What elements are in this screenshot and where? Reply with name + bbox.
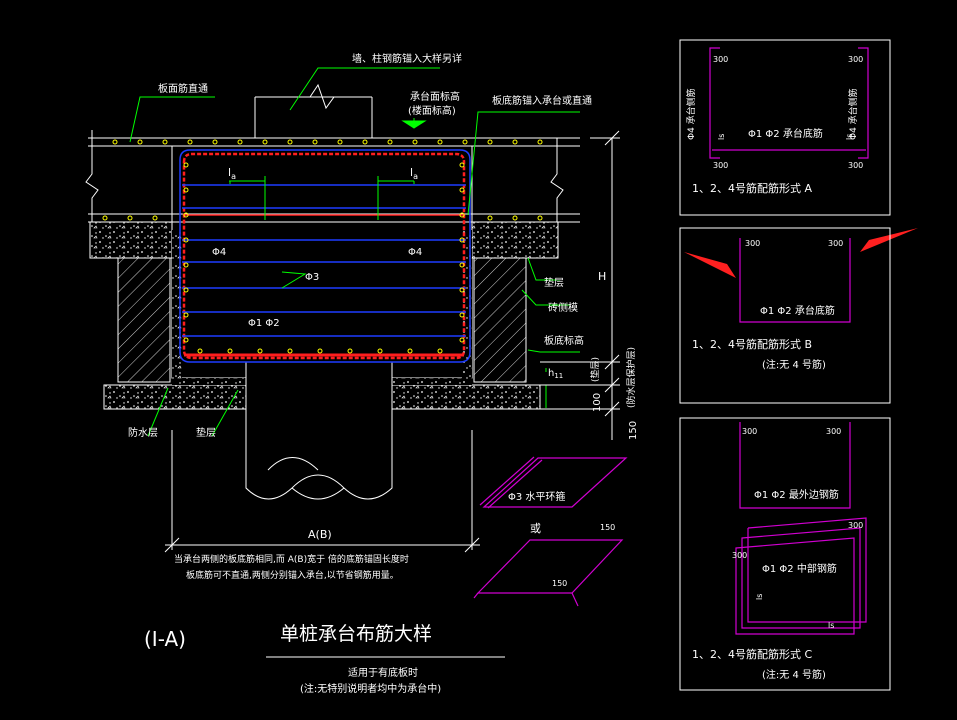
dimension-lines bbox=[164, 130, 620, 553]
drawing-subtitle-1: 适用于有底板时 bbox=[348, 666, 418, 679]
label-phi4-left: Φ4 bbox=[212, 247, 226, 258]
panel-a-side-left: Φ4 承台侧筋 bbox=[685, 88, 697, 140]
panel-c bbox=[679, 417, 891, 691]
blue-bars bbox=[182, 184, 466, 337]
label-slab-bottom-rebar: 板底筋锚入承台或直通 bbox=[492, 94, 592, 107]
label-cap-top-elev-2: (楼面标高) bbox=[408, 104, 456, 117]
label-cap-top-elev-1: 承台面标高 bbox=[410, 90, 460, 103]
panel-a-ls-left: ls bbox=[717, 134, 726, 140]
label-brick-mold: 砖侧模 bbox=[548, 301, 578, 314]
label-la-left: la bbox=[228, 166, 236, 181]
panel-c-outer: Φ1 Φ2 最外边钢筋 bbox=[754, 488, 839, 501]
label-waterproof: 防水层 bbox=[128, 426, 158, 439]
panel-c-d300-1: 300 bbox=[742, 427, 757, 436]
bedding-side-right bbox=[462, 230, 472, 380]
panel-b bbox=[679, 227, 891, 404]
label-bedding-bottom: 垫层 bbox=[196, 426, 216, 439]
label-bedding: 垫层 bbox=[544, 276, 564, 289]
panel-a-ls-right: ls bbox=[845, 134, 854, 140]
rebar-dots bbox=[102, 139, 543, 354]
red-arrows bbox=[684, 228, 918, 278]
bedding-side-left bbox=[172, 230, 182, 380]
section-drawing bbox=[85, 83, 580, 500]
drawing-title: 单桩承台布筋大样 bbox=[280, 623, 432, 645]
panel-a-d300-bl: 300 bbox=[713, 161, 728, 170]
dim-100: 100 bbox=[592, 393, 603, 412]
panel-a-side-right: Φ4 承台侧筋 bbox=[847, 88, 859, 140]
panel-text: 300 300 300 300 Φ4 承台侧筋 Φ4 承台侧筋 ls ls Φ1… bbox=[685, 55, 863, 681]
panel-a-d300-tr: 300 bbox=[848, 55, 863, 64]
dim-150-note: (防水层保护层) bbox=[625, 347, 637, 408]
top-slab bbox=[88, 137, 580, 147]
column-break-line bbox=[285, 83, 345, 110]
panel-c-caption: 1、2、4号筋配筋形式 C bbox=[692, 647, 812, 661]
label-slab-top-rebar: 板面筋直通 bbox=[158, 82, 208, 95]
bedding-upper-right bbox=[471, 221, 559, 259]
note-line-2: 板底筋可不直通,两侧分别锚入承台,以节省钢筋用量。 bbox=[186, 569, 399, 581]
label-or: 或 bbox=[530, 522, 541, 535]
dim-150-a: 150 bbox=[600, 523, 615, 532]
dim-h1-note: (垫层) bbox=[589, 357, 601, 382]
brick-mold-left bbox=[117, 257, 171, 383]
pile bbox=[245, 362, 393, 500]
dim-h: H bbox=[598, 270, 606, 283]
dim-150-b: 150 bbox=[552, 579, 567, 588]
panel-a-caption: 1、2、4号筋配筋形式 A bbox=[692, 181, 812, 195]
panel-b-caption: 1、2、4号筋配筋形式 B bbox=[692, 337, 812, 351]
label-wall-col-rebar: 墙、柱钢筋锚入大样另详 bbox=[352, 52, 462, 65]
panel-c-ls-2: ls bbox=[828, 621, 834, 630]
red-cage bbox=[182, 152, 466, 360]
panel-b-note: (注:无 4 号筋) bbox=[762, 358, 826, 371]
dim-h1: h11 bbox=[548, 368, 563, 380]
label-phi4-right: Φ4 bbox=[408, 247, 422, 258]
hoop-sketches bbox=[473, 456, 628, 607]
dim-width: A(B) bbox=[308, 528, 332, 541]
drawing-subtitle-2: (注:无特别说明者均中为承台中) bbox=[300, 682, 441, 695]
label-phi3-hoop: Φ3 水平环箍 bbox=[508, 490, 565, 503]
panel-c-note: (注:无 4 号筋) bbox=[762, 668, 826, 681]
leader-lines bbox=[129, 67, 580, 437]
label-bottom-elev: 板底标高 bbox=[544, 334, 584, 347]
drawing-text: 墙、柱钢筋锚入大样另详 板面筋直通 承台面标高 (楼面标高) 板底筋锚入承台或直… bbox=[128, 52, 639, 695]
label-la-right: la bbox=[410, 166, 418, 181]
panel-c-d300-3: 300 bbox=[848, 521, 863, 530]
panel-a-bottom: Φ1 Φ2 承台底筋 bbox=[748, 127, 823, 140]
bedding-upper bbox=[89, 221, 173, 259]
panel-a-d300-br: 300 bbox=[848, 161, 863, 170]
brick-mold-right bbox=[473, 257, 527, 383]
label-phi12: Φ1 Φ2 bbox=[248, 318, 280, 329]
panel-a bbox=[679, 39, 891, 216]
panel-c-d300-2: 300 bbox=[826, 427, 841, 436]
label-phi3: Φ3 bbox=[305, 272, 319, 283]
panel-b-bottom: Φ1 Φ2 承台底筋 bbox=[760, 304, 835, 317]
slab-break-left bbox=[85, 130, 99, 222]
panel-c-ls-1: ls bbox=[755, 594, 764, 600]
panel-b-d300-l: 300 bbox=[745, 239, 760, 248]
dim-150: 150 bbox=[628, 421, 639, 440]
panel-c-d300-4: 300 bbox=[732, 551, 747, 560]
panel-a-d300-tl: 300 bbox=[713, 55, 728, 64]
slab-break-right bbox=[550, 138, 564, 222]
column-stub bbox=[254, 96, 373, 138]
panel-c-mid: Φ1 Φ2 中部钢筋 bbox=[762, 562, 837, 575]
drawing-label: (I-A) bbox=[144, 627, 186, 651]
note-line-1: 当承台两侧的板底筋相同,而 A(B)宽于 倍的底筋锚固长度时 bbox=[174, 553, 409, 565]
panel-b-d300-r: 300 bbox=[828, 239, 843, 248]
rebar-cage bbox=[179, 149, 471, 363]
